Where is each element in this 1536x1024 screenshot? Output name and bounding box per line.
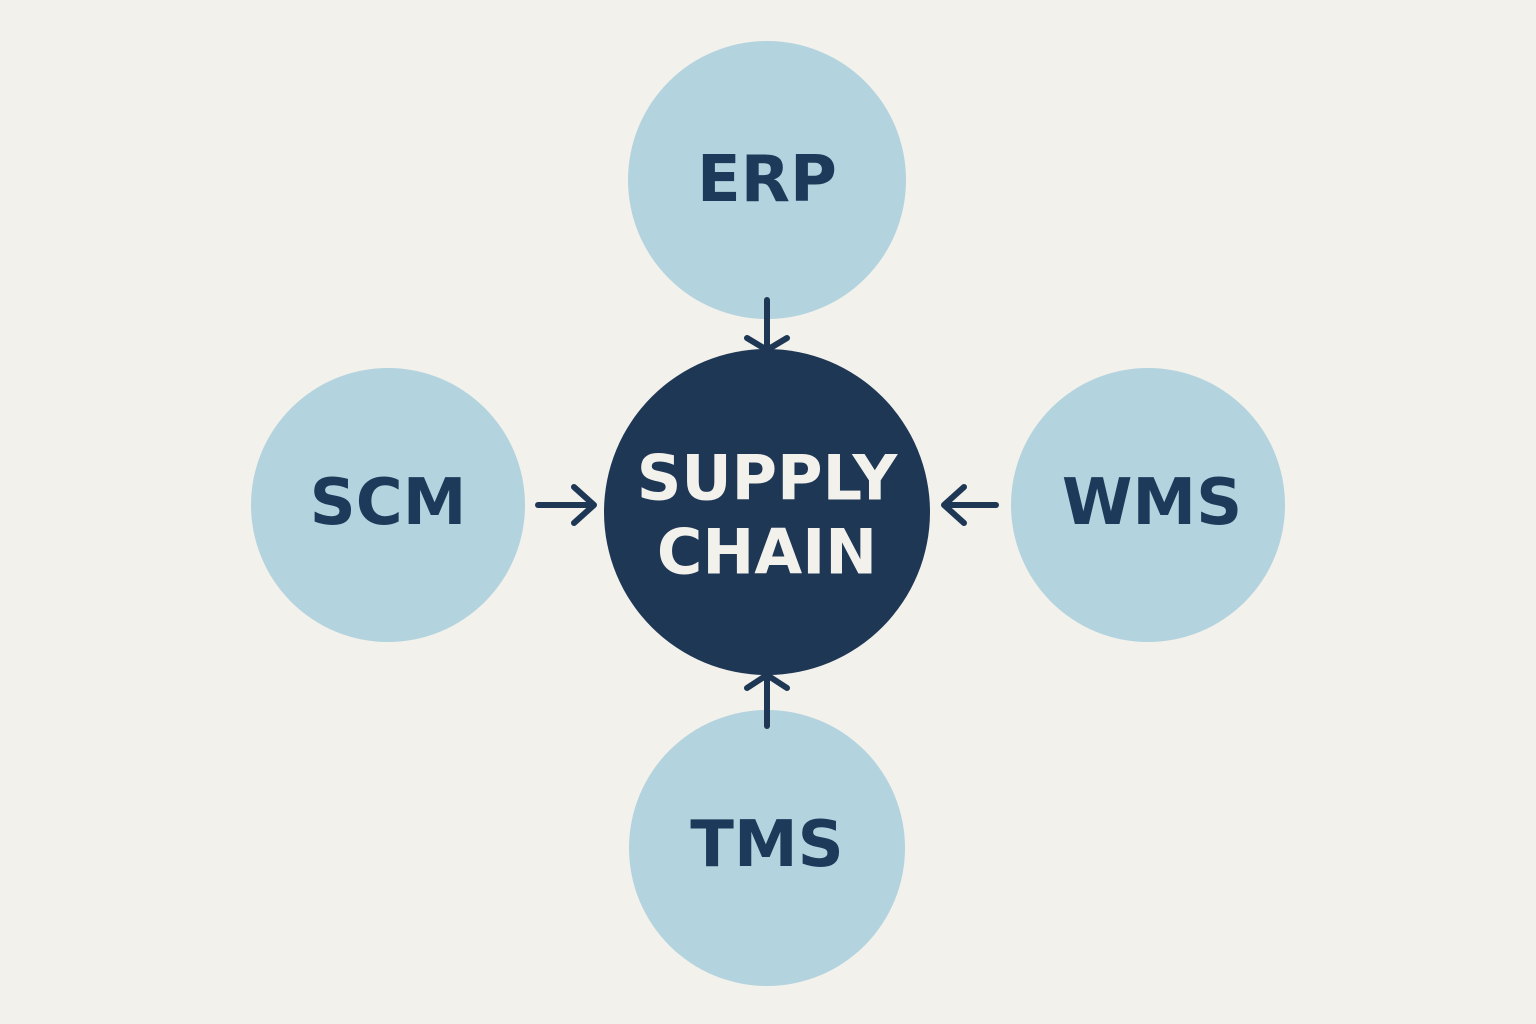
arrow-scm-to-center (535, 484, 597, 526)
node-scm-circle (251, 368, 525, 642)
center-circle (604, 349, 930, 675)
node-wms-circle (1011, 368, 1285, 642)
node-wms-label: WMS (1062, 466, 1242, 540)
node-erp-circle (628, 41, 906, 319)
node-tms-circle (629, 710, 905, 986)
arrow-wms-to-center (941, 484, 999, 526)
center-label-line1: SUPPLY (637, 442, 899, 515)
center-node: SUPPLY CHAIN (604, 349, 930, 675)
node-wms: WMS (1011, 368, 1285, 642)
node-erp-label: ERP (697, 143, 837, 217)
node-tms: TMS (629, 710, 905, 986)
center-label-line2: CHAIN (657, 516, 877, 589)
arrow-erp-to-center (744, 297, 790, 353)
node-scm: SCM (251, 368, 525, 642)
node-scm-label: SCM (310, 466, 467, 540)
node-erp: ERP (628, 41, 906, 319)
arrow-tms-to-center (744, 672, 790, 729)
node-tms-label: TMS (690, 808, 843, 882)
